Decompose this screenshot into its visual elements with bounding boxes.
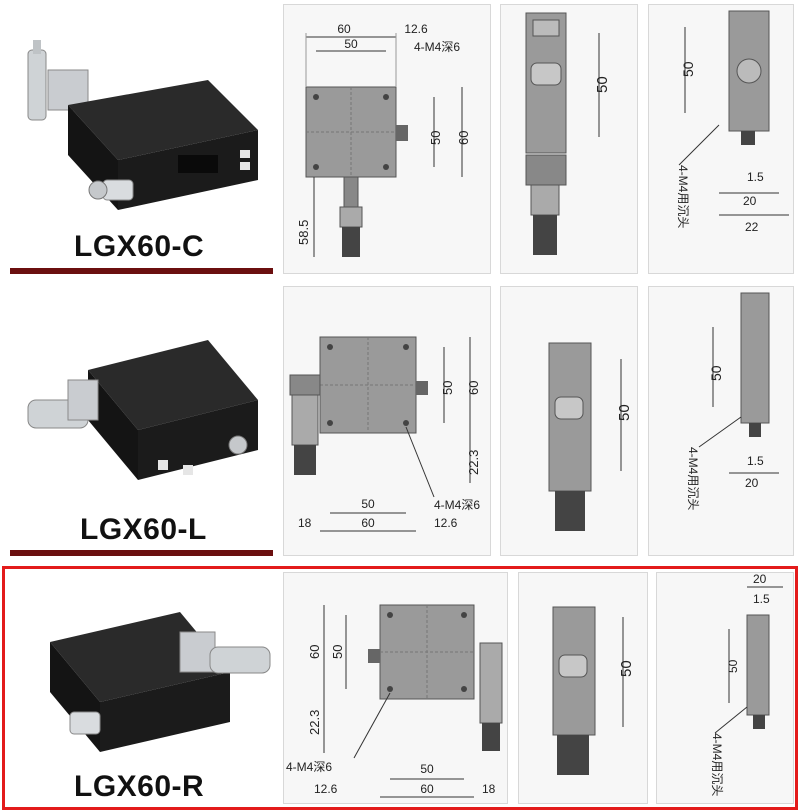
end-top2: 1.5 (753, 592, 770, 606)
end-hole-note: 4-M4用沉头 (676, 165, 690, 228)
side-drawing-c: 50 (500, 4, 638, 274)
end-drawing-c: 50 1.5 20 22 4-M4用沉头 (648, 4, 794, 274)
side-height: 50 (616, 404, 633, 421)
dim-right-inner: 50 (428, 131, 443, 145)
stage-photo-c (27, 40, 258, 210)
dim-bottom-overall: 60 (361, 516, 375, 530)
row-divider-2 (10, 550, 273, 556)
end-height: 50 (708, 365, 724, 381)
dim-bottom-holes: 50 (420, 762, 434, 776)
dim-offset: 12.6 (404, 22, 428, 36)
dim-right-outer: 60 (466, 381, 481, 395)
side-height: 50 (594, 76, 611, 93)
stage-photo-r (50, 612, 271, 752)
stage-photo-l (27, 340, 258, 480)
dim-top-overall: 60 (337, 22, 351, 36)
end-drawing-r: 20 1.5 50 4-M4用沉头 (656, 572, 794, 804)
side-drawing-r: 50 (518, 572, 648, 804)
end-top1: 20 (753, 573, 767, 586)
end-w3: 22 (745, 220, 759, 234)
end-w2: 20 (743, 194, 757, 208)
product-photo-r (10, 572, 272, 762)
end-hole-note: 4-M4用沉头 (710, 733, 724, 796)
row-divider-1 (10, 268, 273, 274)
dim-left-bottom: 22.3 (307, 710, 322, 735)
hole-note: 4-M4深6 (434, 498, 480, 512)
dim-left-inner: 50 (330, 645, 345, 659)
dim-top-holes: 50 (344, 37, 358, 51)
dim-right-inner: 50 (440, 381, 455, 395)
side-drawing-l: 50 (500, 286, 638, 556)
dim-bottom-overall: 60 (420, 782, 434, 796)
dim-left: 18 (298, 516, 312, 530)
dim-bottom-holes: 50 (361, 497, 375, 511)
model-label-l: LGX60-L (80, 513, 207, 546)
hole-note: 4-M4深6 (286, 760, 332, 774)
highlight-frame-r (2, 566, 798, 810)
end-hole-note: 4-M4用沉头 (686, 447, 700, 510)
side-height: 50 (618, 660, 635, 677)
front-drawing-r: 60 50 22.3 4-M4深6 50 60 12.6 18 (283, 572, 508, 804)
front-drawing-c: 60 50 12.6 4-M4深6 50 60 58.5 (283, 4, 491, 274)
end-w2: 20 (745, 476, 759, 490)
end-height: 50 (680, 61, 696, 77)
end-drawing-l: 50 1.5 20 4-M4用沉头 (648, 286, 794, 556)
dim-bottom-right: 22.3 (466, 450, 481, 475)
end-w1: 1.5 (747, 170, 764, 184)
dim-offset: 12.6 (314, 782, 338, 796)
hole-note: 4-M4深6 (414, 40, 460, 54)
front-drawing-l: 50 60 22.3 4-M4深6 50 60 18 12.6 (283, 286, 491, 556)
dim-right-outer: 60 (456, 131, 471, 145)
dim-right: 18 (482, 782, 496, 796)
dim-offset: 12.6 (434, 516, 458, 530)
model-label-r: LGX60-R (74, 770, 205, 803)
end-w1: 1.5 (747, 454, 764, 468)
model-label-c: LGX60-C (74, 230, 205, 263)
product-photo-c (8, 10, 270, 230)
dim-left-outer: 60 (307, 645, 322, 659)
product-photo-l (8, 290, 270, 510)
dim-bottom: 58.5 (296, 220, 311, 245)
end-height: 50 (726, 659, 740, 673)
